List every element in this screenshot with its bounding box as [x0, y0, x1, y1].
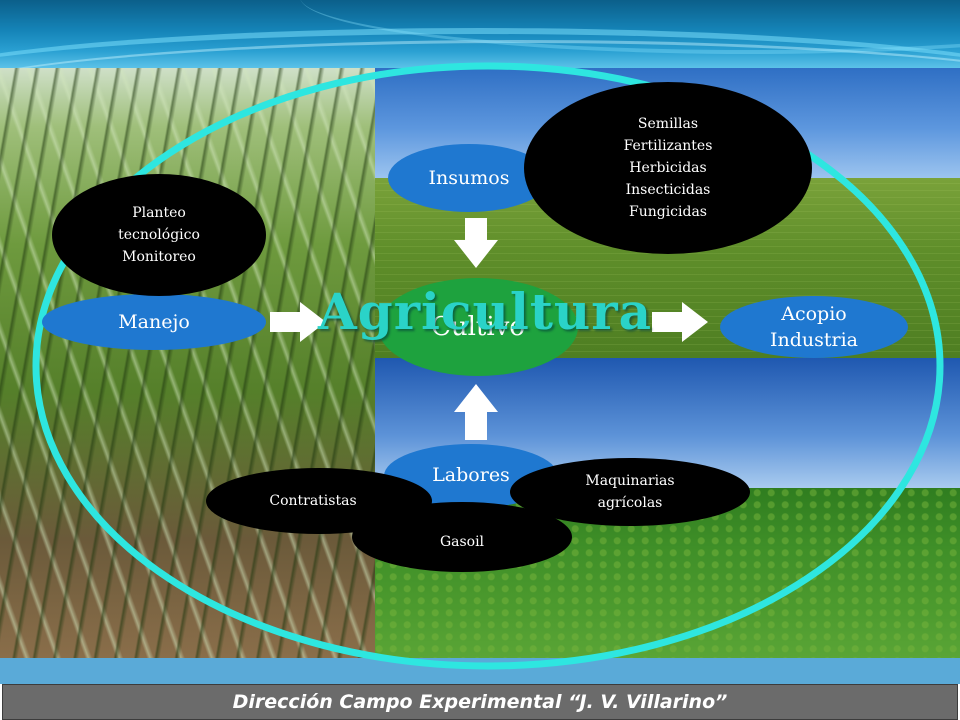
manejo-label: Manejo — [118, 311, 190, 333]
footer: Dirección Campo Experimental “J. V. Vill… — [2, 684, 958, 720]
corn-field-photo — [0, 68, 375, 658]
insumos-label: Insumos — [428, 167, 510, 189]
manejo-node: Manejo — [42, 294, 266, 350]
header-banner — [0, 0, 960, 68]
contratistas-text: Contratistas — [269, 493, 357, 509]
agriculture-ring — [32, 62, 944, 670]
footer-text: Dirección Campo Experimental “J. V. Vill… — [232, 691, 728, 713]
cultivo-label: Cultivo — [430, 312, 526, 342]
acopio-label: Acopio Industria — [769, 303, 858, 351]
maquinarias-text: Maquinarias agrícolas — [585, 473, 675, 511]
manejo-list-text: Planteo tecnológico Monitoreo — [118, 205, 200, 265]
arrow-cultivo-to-acopio — [652, 302, 708, 342]
insumos-node: Insumos — [388, 144, 550, 212]
arrow-labores-to-cultivo — [454, 384, 498, 440]
arrow-manejo-to-cultivo — [270, 302, 326, 342]
insumos-list-node: Semillas Fertilizantes Herbicidas Insect… — [524, 82, 812, 254]
insumos-list-text: Semillas Fertilizantes Herbicidas Insect… — [623, 116, 713, 220]
arrow-insumos-to-cultivo — [454, 218, 498, 268]
gasoil-node: Gasoil — [352, 502, 572, 572]
maquinarias-node: Maquinarias agrícolas — [510, 458, 750, 526]
manejo-list-node: Planteo tecnológico Monitoreo — [52, 174, 266, 296]
gasoil-text: Gasoil — [439, 534, 485, 550]
cultivo-node: Cultivo — [378, 278, 578, 376]
acopio-node: Acopio Industria — [720, 296, 908, 358]
labores-label: Labores — [432, 464, 510, 486]
footer-accent-bar — [0, 658, 960, 684]
agricultura-title: Agricultura — [317, 282, 653, 341]
